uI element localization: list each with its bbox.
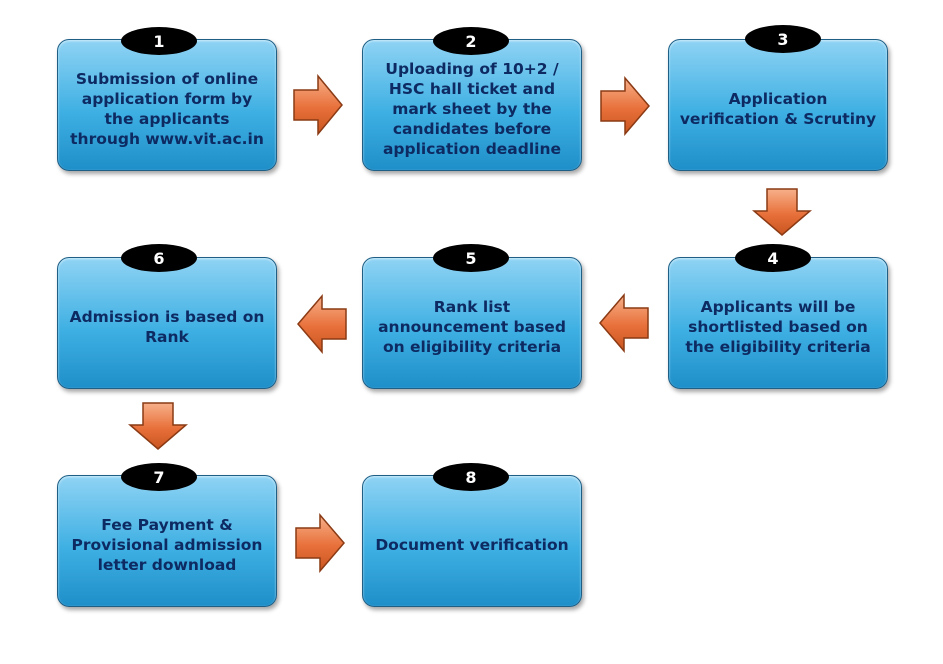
arrow-down-icon	[752, 187, 812, 237]
step-box-7: Fee Payment & Provisional admission lett…	[57, 475, 277, 607]
arrow-left-icon	[296, 294, 348, 354]
step-4-text: Applicants will be shortlisted based on …	[685, 298, 871, 356]
step-8-number-badge: 8	[433, 463, 509, 491]
step-5-number-badge: 5	[433, 244, 509, 272]
step-2-text: Uploading of 10+2 / HSC hall ticket and …	[382, 60, 562, 158]
step-1-number-badge: 1	[121, 27, 197, 55]
step-box-5: Rank list announcement based on eligibil…	[362, 257, 582, 389]
step-3-text: Application verification & Scrutiny	[679, 90, 877, 128]
step-box-6: Admission is based on Rank	[57, 257, 277, 389]
step-6-text: Admission is based on Rank	[69, 308, 265, 346]
step-box-8: Document verification	[362, 475, 582, 607]
arrow-right-icon	[599, 76, 651, 136]
step-5-text: Rank list announcement based on eligibil…	[378, 298, 566, 356]
arrow-left-icon	[598, 293, 650, 353]
step-box-2: Uploading of 10+2 / HSC hall ticket and …	[362, 39, 582, 171]
arrow-right-icon	[292, 74, 344, 136]
arrow-down-icon	[128, 401, 188, 451]
step-3-number-badge: 3	[745, 25, 821, 53]
step-7-number-badge: 7	[121, 463, 197, 491]
arrow-right-icon	[294, 513, 346, 573]
step-1-text: Submission of online application form by…	[70, 70, 264, 148]
step-4-number-badge: 4	[735, 244, 811, 272]
step-box-1: Submission of online application form by…	[57, 39, 277, 171]
step-6-number-badge: 6	[121, 244, 197, 272]
step-8-text: Document verification	[375, 536, 569, 554]
step-7-text: Fee Payment & Provisional admission lett…	[71, 516, 263, 574]
step-box-4: Applicants will be shortlisted based on …	[668, 257, 888, 389]
step-2-number-badge: 2	[433, 27, 509, 55]
step-box-3: Application verification & Scrutiny	[668, 39, 888, 171]
